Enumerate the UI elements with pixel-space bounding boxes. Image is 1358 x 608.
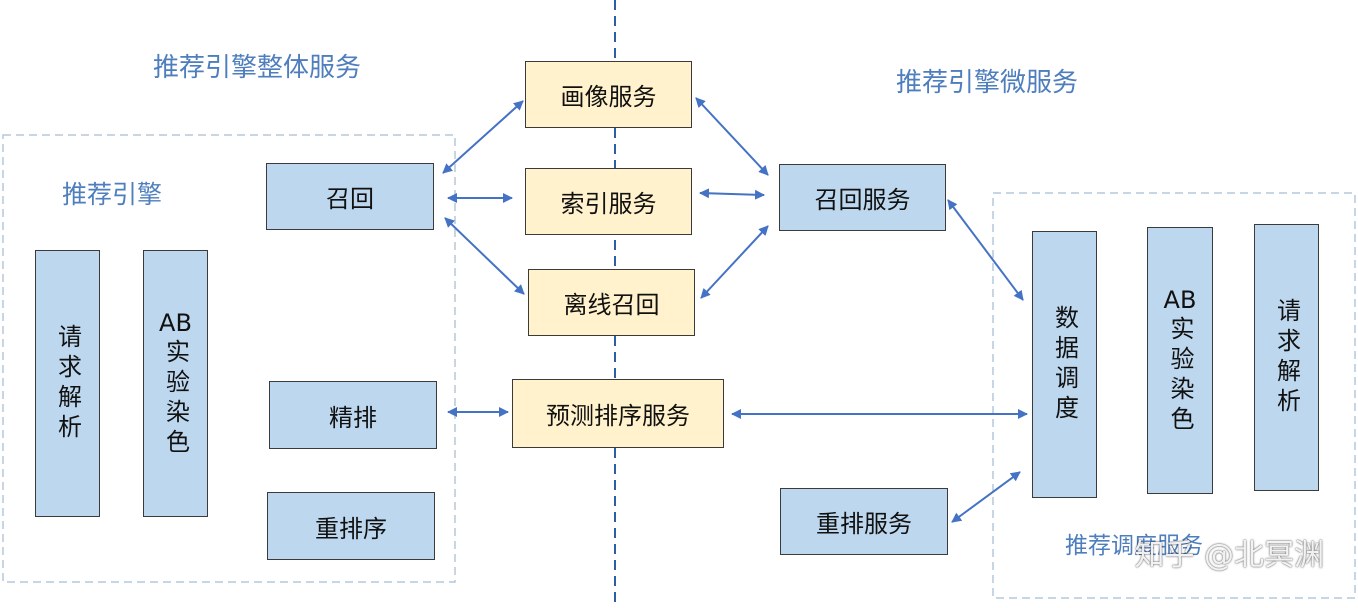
- title-engine: 推荐引擎: [62, 180, 163, 209]
- predict-rank-service-box: 预测排序服务: [512, 379, 724, 448]
- right-ab-rest-label: 实验染色: [1165, 316, 1194, 437]
- profile-service-box: 画像服务: [525, 61, 692, 128]
- arrow-recallservice-datadispatch: [947, 199, 1024, 301]
- title-microservice: 推荐引擎微服务: [896, 68, 1079, 98]
- data-dispatch-box: 数据调度: [1032, 231, 1097, 498]
- recall-box: 召回: [266, 163, 434, 230]
- rerank-box: 重排序: [267, 492, 435, 560]
- dispatch-region: [992, 192, 1356, 599]
- offline-recall-box: 离线召回: [528, 269, 695, 336]
- left-ab-rest-label: 实验染色: [161, 339, 190, 460]
- title-dispatch: 推荐调度服务: [1065, 533, 1203, 559]
- left-request-parse: 请求解析: [35, 250, 100, 517]
- left-request-parse-label: 请求解析: [53, 323, 82, 444]
- right-ab-coloring: AB 实验染色: [1147, 227, 1213, 494]
- arrow-recall-profile: [442, 100, 524, 174]
- arrow-offline-recallservice: [700, 225, 769, 299]
- recall-service-box: 召回服务: [779, 164, 946, 231]
- arrow-profile-recallservice: [695, 97, 769, 176]
- engine-region: [2, 134, 456, 583]
- rerank-service-box: 重排服务: [780, 488, 948, 555]
- title-monolith: 推荐引擎整体服务: [153, 53, 362, 83]
- arrow-recall-offline: [444, 217, 525, 295]
- data-dispatch-label: 数据调度: [1050, 304, 1079, 425]
- right-request-parse: 请求解析: [1254, 224, 1319, 491]
- fine-rank-box: 精排: [269, 381, 437, 449]
- watermark: 知乎 @北冥渊: [1134, 538, 1324, 573]
- right-ab-label: AB: [1163, 285, 1197, 314]
- right-request-parse-label: 请求解析: [1272, 297, 1301, 418]
- left-ab-coloring: AB 实验染色: [143, 250, 208, 517]
- left-ab-label: AB: [159, 308, 192, 337]
- index-service-box: 索引服务: [525, 168, 692, 235]
- arrow-index-recallservice: [699, 188, 765, 200]
- arrow-reranksvc-datadispatch: [951, 471, 1021, 523]
